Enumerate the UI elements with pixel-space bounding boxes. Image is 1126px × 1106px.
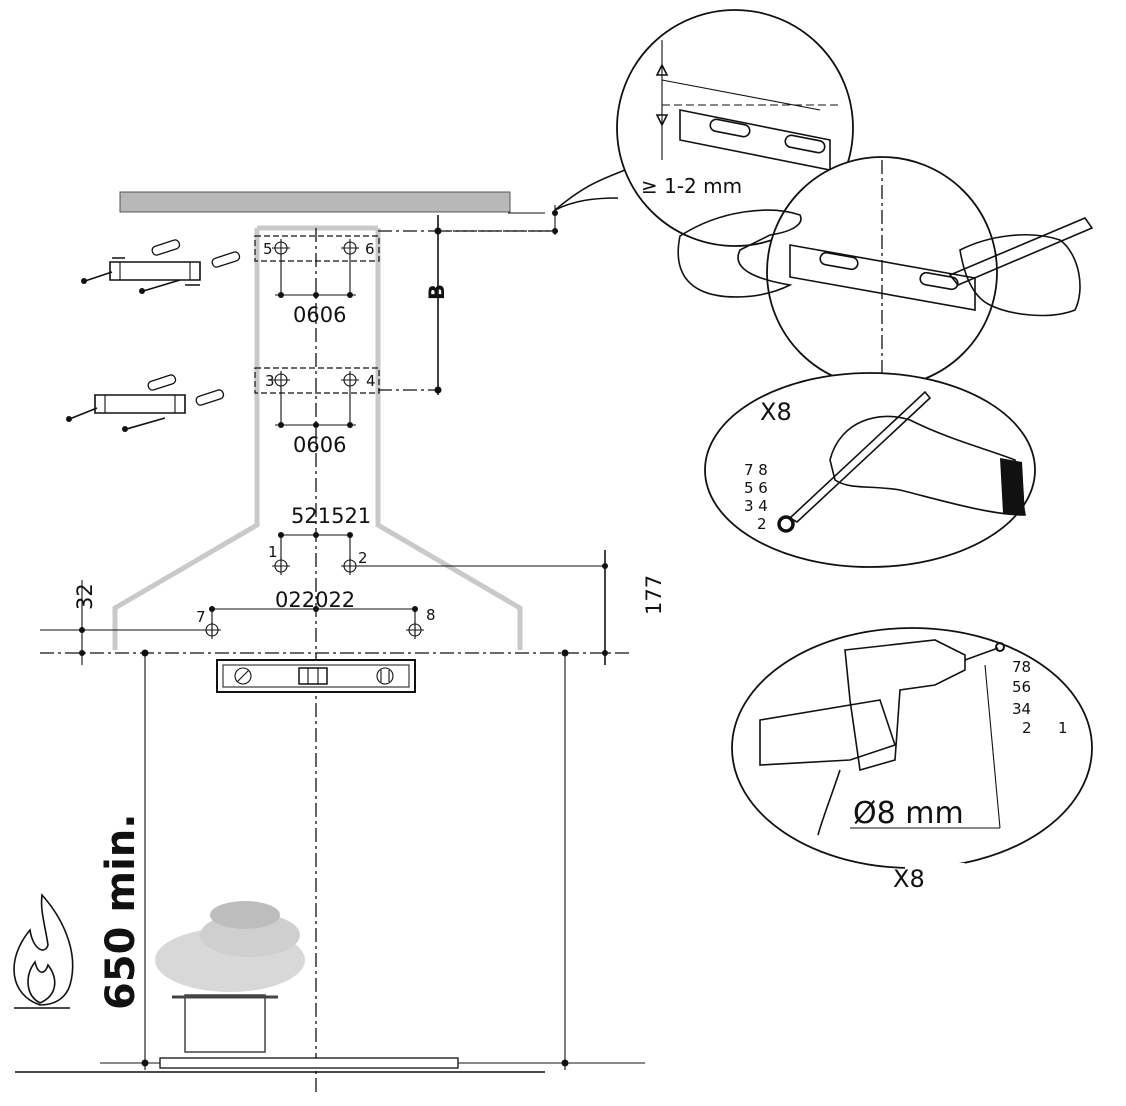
min-height-label: 650 min. [98, 814, 144, 1010]
hole-5-label: 5 [263, 240, 273, 258]
hand-icon [677, 209, 1081, 317]
bracket-icon-2 [94, 394, 186, 414]
bracket-zone-mid [254, 367, 380, 394]
dim-177: 177 [642, 575, 666, 615]
x8-drill-label: X8 [893, 865, 925, 893]
ceiling-slab [119, 191, 511, 213]
hole-6 [341, 239, 359, 257]
spirit-level-icon [216, 659, 416, 693]
dim-0606-top: 0606 [293, 303, 346, 327]
dim-521521: 521521 [291, 504, 371, 528]
bracket-marking-detail [766, 156, 998, 388]
drill-seq-4: 1 [1058, 719, 1068, 737]
mark-seq-2: 3 4 [744, 497, 768, 515]
drill-seq-1: 56 [1012, 678, 1031, 696]
wall-plug-icon [151, 239, 241, 268]
drill-icon [759, 639, 1005, 836]
hole-1 [272, 557, 290, 575]
hole-1-label: 1 [268, 543, 278, 561]
bracket-zone-top [254, 235, 380, 262]
hole-4-label: 4 [366, 372, 376, 390]
hole-3 [272, 371, 290, 389]
hole-8-label: 8 [426, 606, 436, 624]
drill-seq-0: 78 [1012, 658, 1031, 676]
hole-2 [341, 557, 359, 575]
dim-0606-mid: 0606 [293, 433, 346, 457]
hole-6-label: 6 [365, 240, 375, 258]
mark-seq-1: 5 6 [744, 479, 768, 497]
hole-2-label: 2 [358, 549, 368, 567]
hole-3-label: 3 [265, 372, 275, 390]
hole-4 [341, 371, 359, 389]
dim-b-label: B [425, 284, 449, 300]
drill-seq-2: 34 [1012, 700, 1031, 718]
bracket-icon [109, 257, 201, 286]
x8-mark-label: X8 [760, 398, 792, 426]
hole-5 [272, 239, 290, 257]
gap-detail-callout: ≥ 1-2 mm [554, 9, 854, 247]
mark-seq-0: 7 8 [744, 461, 768, 479]
drilling-step: X8 78 56 34 2 1 Ø8 mm [731, 627, 1093, 893]
flame-icon [13, 893, 74, 1009]
hole-7-label: 7 [196, 608, 206, 626]
wall-plug-icon-2 [147, 374, 225, 406]
drill-diameter-label: Ø8 mm [853, 796, 964, 831]
pot-icon [155, 901, 305, 1053]
drill-seq-3: 2 [1022, 719, 1032, 737]
mark-seq-3: 2 [757, 515, 767, 533]
pencil-icon [948, 217, 1094, 286]
screw-icon-2 [66, 407, 166, 432]
dim-32: 32 [73, 583, 97, 610]
screw-icon [81, 271, 181, 294]
marking-step: X8 7 8 5 6 3 4 2 [704, 372, 1036, 568]
hob [159, 1057, 459, 1069]
hole-8 [406, 621, 424, 639]
gap-label: ≥ 1-2 mm [641, 174, 742, 198]
